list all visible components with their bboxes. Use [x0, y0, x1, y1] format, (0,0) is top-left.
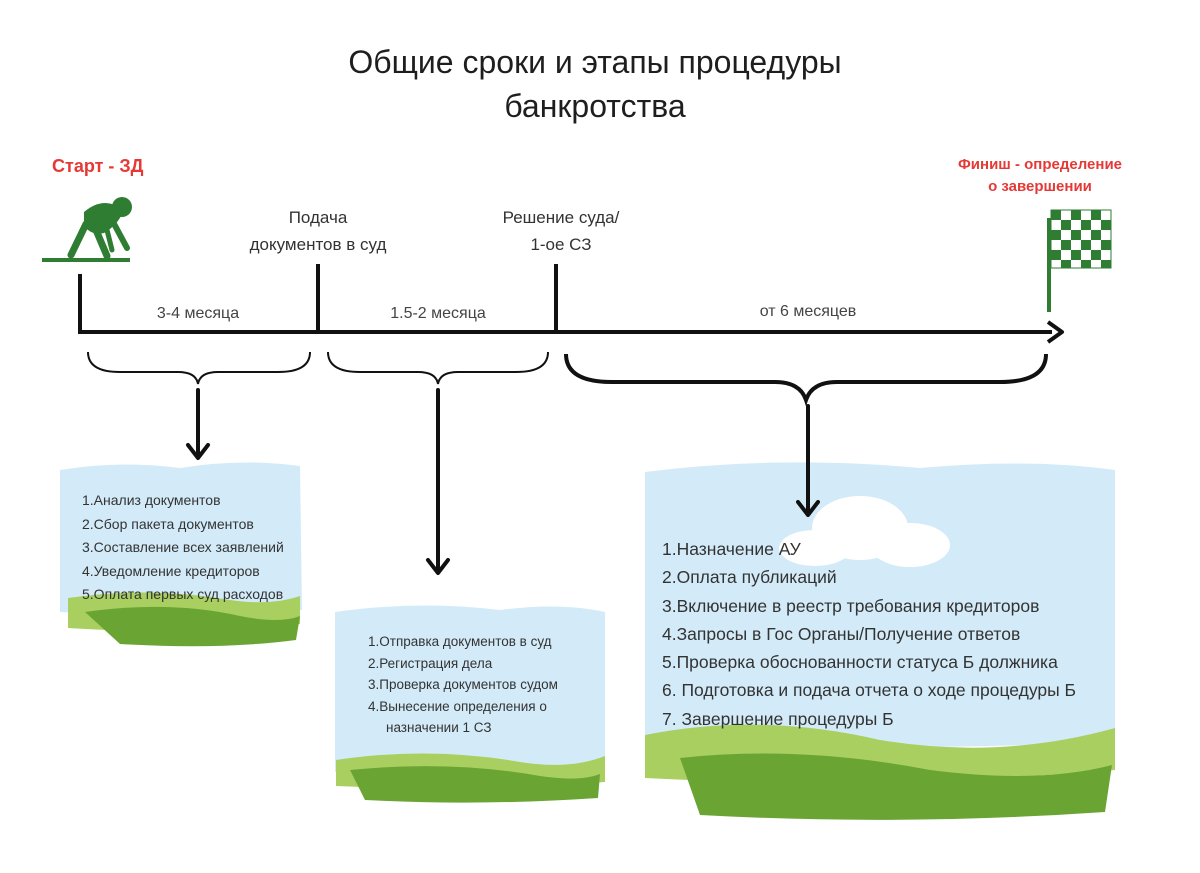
- stage-3-item: 2.Оплата публикаций: [662, 567, 837, 588]
- stage-3-item: 4.Запросы в Гос Органы/Получение ответов: [662, 623, 1021, 644]
- stage-1-item: 1.Анализ документов: [82, 492, 221, 508]
- stage-2-arrow: [426, 388, 450, 575]
- stage-1-brace: [87, 351, 311, 385]
- finish-label-line-2: о завершении: [988, 178, 1092, 195]
- title-line-2: банкротства: [504, 88, 686, 124]
- start-label: Старт - ЗД: [52, 156, 144, 176]
- finish-label-line-1: Финиш - определение: [957, 156, 1123, 173]
- stage-2-background: [335, 605, 605, 803]
- stage-1-item: 5.Оплата первых суд расходов: [82, 586, 284, 602]
- stage-2-list: 1.Отправка документов в суд 2.Регистраци…: [368, 631, 558, 739]
- diagram-title: Общие сроки и этапы процедуры банкротств…: [200, 40, 990, 128]
- stage-2-panel: 1.Отправка документов в суд 2.Регистраци…: [368, 631, 558, 739]
- stage-1-background: [60, 462, 302, 647]
- stage-3-panel: 1.Назначение АУ 2.Оплата публикаций 3.Вк…: [662, 535, 1076, 733]
- stage-1-panel: 1.Анализ документов 2.Сбор пакета докуме…: [82, 489, 284, 607]
- stage-2-item: 3.Проверка документов судом: [368, 677, 558, 692]
- duration-stage-3: от 6 месяцев: [759, 303, 857, 320]
- milestone-filing: Подача документов в суд: [228, 204, 408, 258]
- duration-stage-1: 3-4 месяца: [156, 305, 240, 322]
- duration-stage-2: 1.5-2 месяца: [390, 305, 486, 322]
- stage-3-item: 3.Включение в реестр требования кредитор…: [662, 595, 1040, 616]
- runner-starting-icon: [42, 197, 132, 262]
- cloud-decoration: [779, 496, 950, 567]
- stage-2-item-continuation: назначении 1 СЗ: [386, 720, 492, 735]
- checkered-flag-icon: [1047, 209, 1112, 312]
- stage-1-list: 1.Анализ документов 2.Сбор пакета докуме…: [82, 489, 284, 607]
- stage-1-item: 4.Уведомление кредиторов: [82, 562, 260, 579]
- stage-3-list: 1.Назначение АУ 2.Оплата публикаций 3.Вк…: [662, 535, 1076, 733]
- stage-2-item: 4.Вынесение определения о: [368, 698, 547, 714]
- milestone-decision-line-1: Решение суда/: [502, 208, 620, 227]
- stage-2-item: 1.Отправка документов в суд: [368, 634, 552, 649]
- stage-2-brace: [327, 351, 549, 385]
- stage-2-item: 2.Регистрация дела: [368, 655, 493, 671]
- timeline-arrowhead: [1046, 320, 1064, 344]
- stage-1-item: 3.Составление всех заявлений: [82, 539, 284, 555]
- finish-label: Финиш - определение о завершении: [930, 154, 1150, 198]
- milestone-court-decision: Решение суда/ 1-ое СЗ: [468, 204, 654, 258]
- stage-3-brace: [564, 353, 1048, 407]
- stage-3-item: 5.Проверка обоснованности статуса Б долж…: [662, 652, 1058, 673]
- milestone-filing-line-2: документов в суд: [249, 235, 387, 254]
- milestone-filing-line-1: Подача: [288, 208, 348, 227]
- stage-3-item: 7. Завершение процедуры Б: [662, 708, 894, 729]
- title-line-1: Общие сроки и этапы процедуры: [348, 44, 842, 80]
- stage-3-item: 6. Подготовка и подача отчета о ходе про…: [662, 680, 1077, 701]
- stage-3-item: 1.Назначение АУ: [662, 539, 801, 559]
- stage-3-background: [645, 462, 1115, 820]
- stage-3-arrow: [796, 404, 820, 517]
- milestone-decision-line-2: 1-ое СЗ: [530, 235, 592, 254]
- stage-1-arrow: [186, 388, 210, 460]
- stage-1-item: 2.Сбор пакета документов: [82, 515, 254, 532]
